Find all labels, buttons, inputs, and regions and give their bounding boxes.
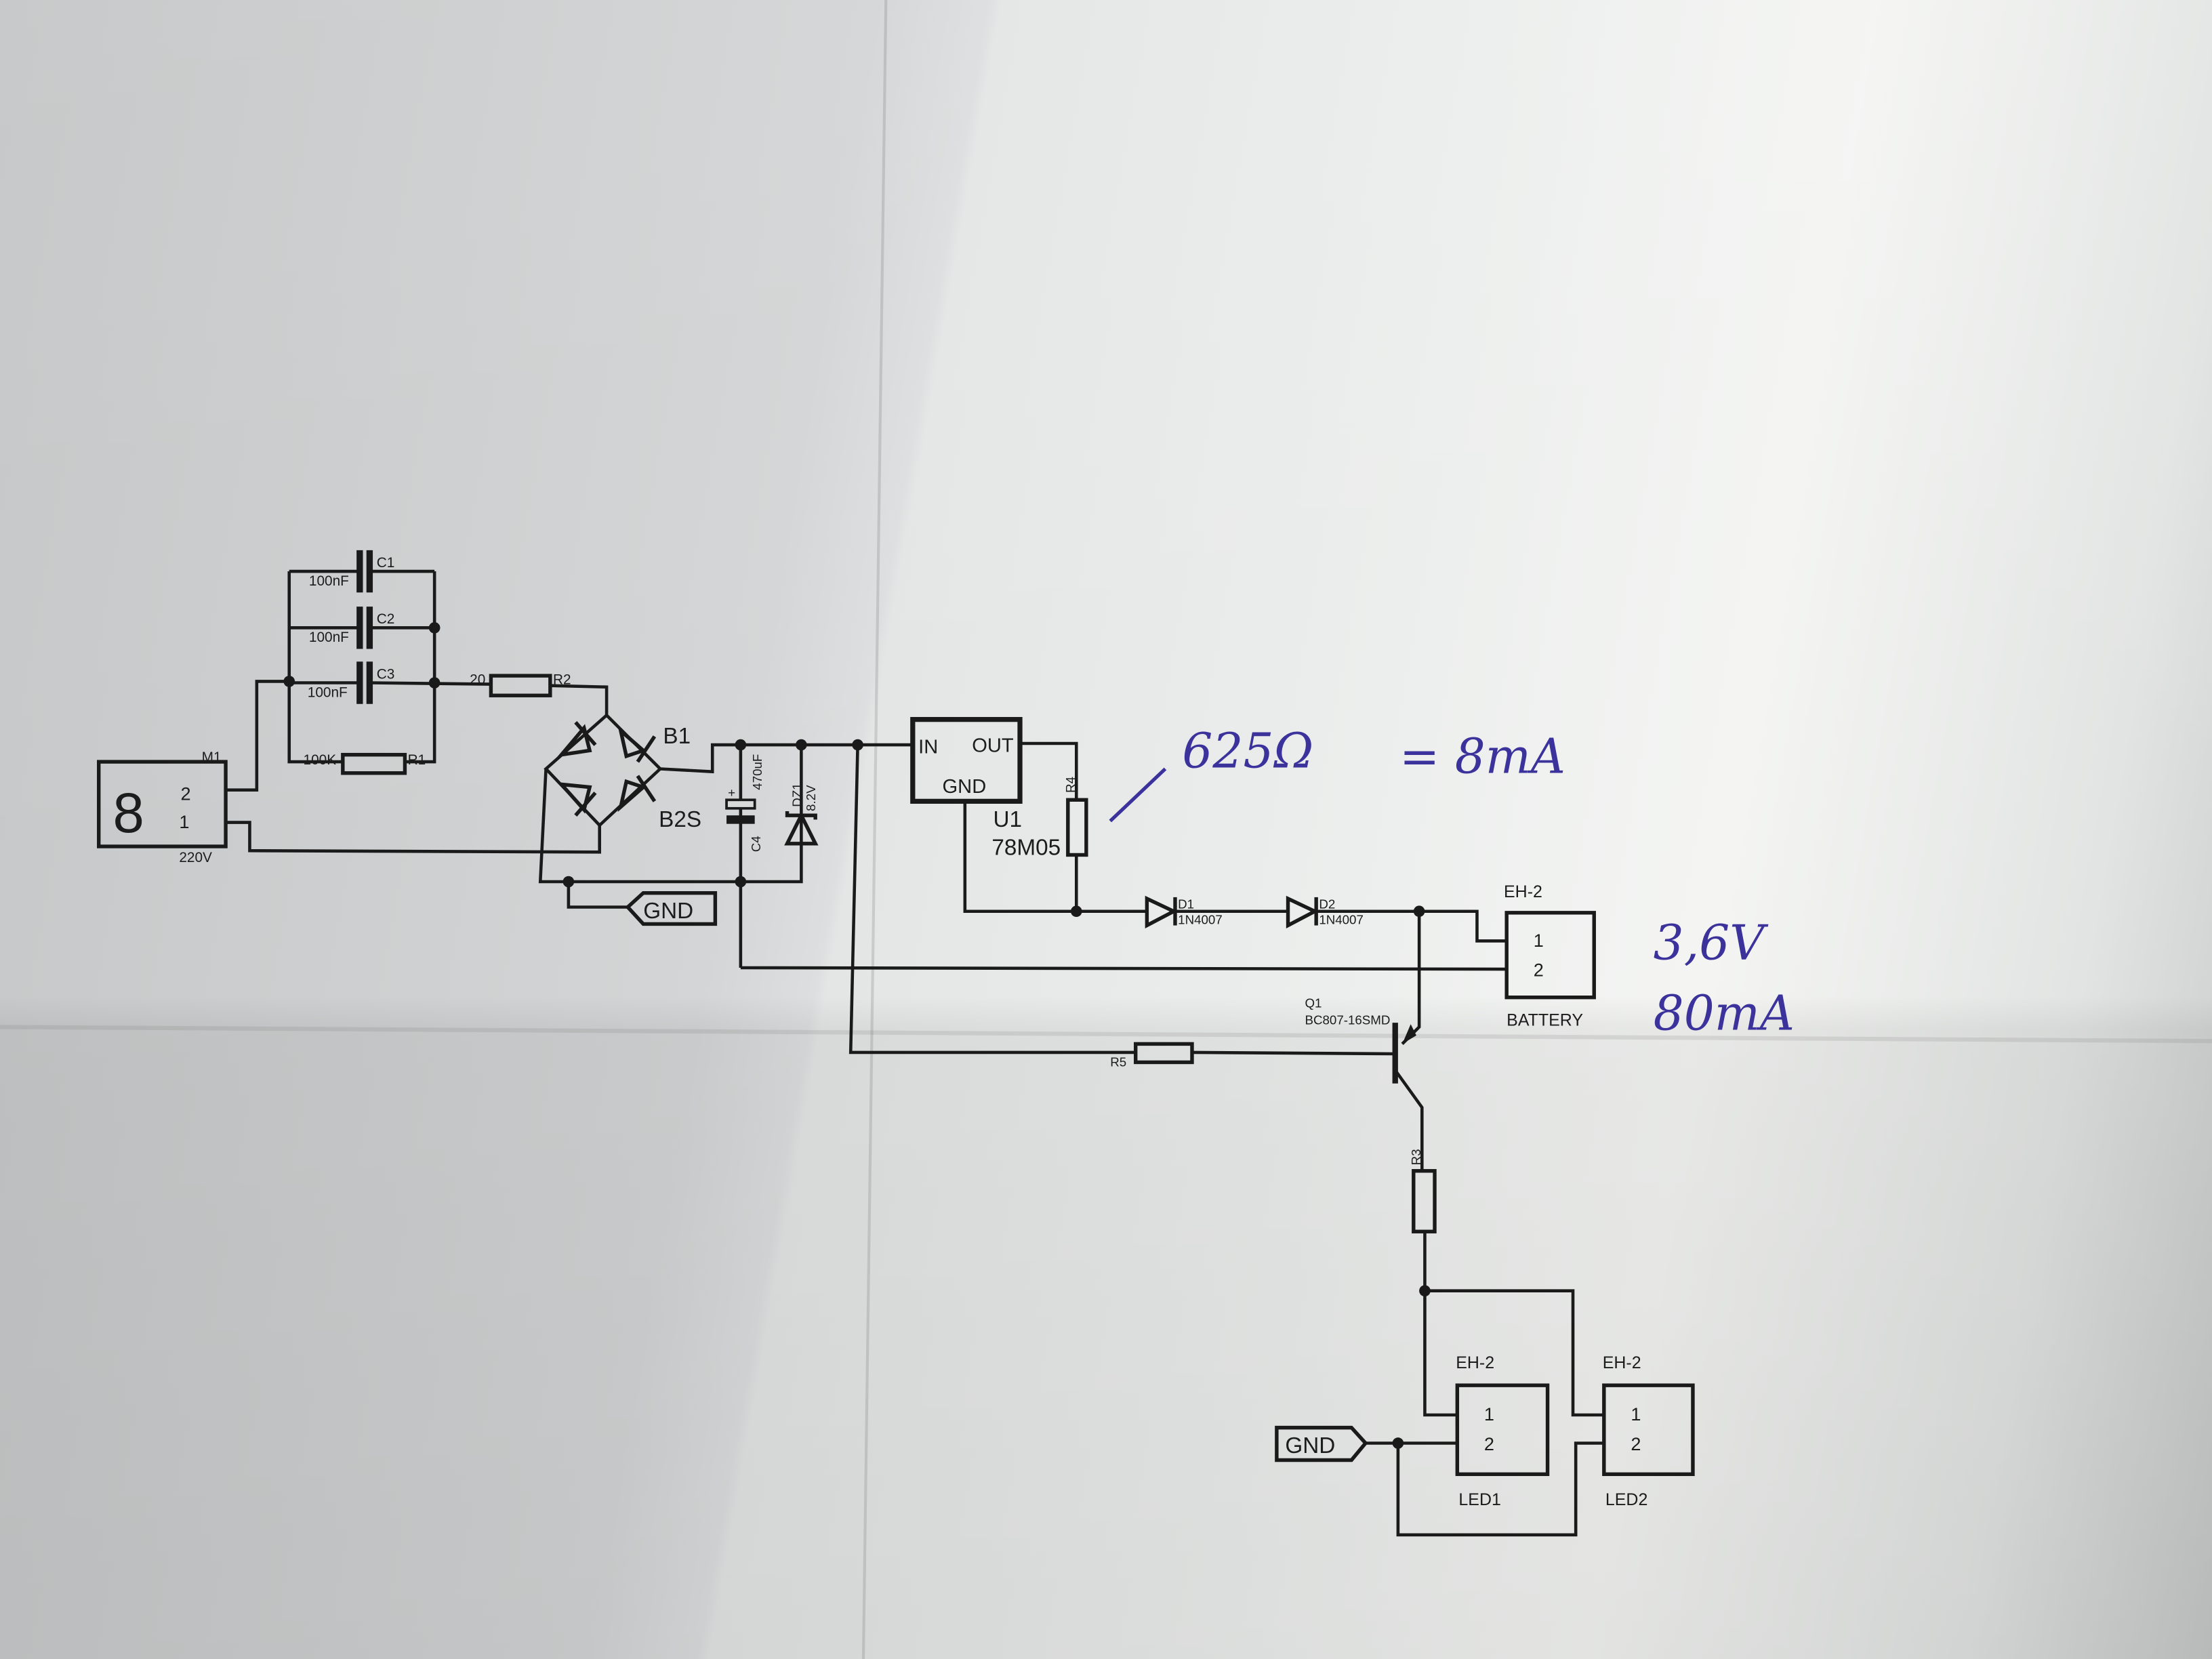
- svg-text:EH-2: EH-2: [1603, 1353, 1641, 1372]
- svg-text:C4: C4: [749, 836, 763, 852]
- led1-connector: EH-2 1 2 LED1: [1455, 1353, 1550, 1509]
- svg-text:+: +: [728, 785, 735, 800]
- svg-text:LED2: LED2: [1605, 1490, 1647, 1509]
- mains-plug-symbol: 8: [113, 781, 144, 844]
- gnd-label: GND: [1275, 1425, 1368, 1462]
- svg-text:100nF: 100nF: [309, 630, 349, 645]
- svg-text:U1: U1: [993, 807, 1022, 832]
- svg-text:B2S: B2S: [659, 807, 701, 832]
- resistor-r2: 20 R2: [470, 672, 571, 697]
- svg-text:Q1: Q1: [1305, 996, 1322, 1010]
- svg-text:8.2V: 8.2V: [804, 785, 818, 811]
- svg-text:1N4007: 1N4007: [1319, 912, 1364, 926]
- led2-connector: EH-2 1 2 LED2: [1602, 1353, 1695, 1509]
- svg-text:OUT: OUT: [972, 735, 1014, 757]
- diode-d1: D1 1N4007: [1145, 895, 1223, 929]
- svg-text:R5: R5: [1110, 1055, 1126, 1069]
- svg-text:EH-2: EH-2: [1456, 1353, 1494, 1372]
- svg-text:LED1: LED1: [1458, 1490, 1500, 1509]
- svg-text:D1: D1: [1178, 897, 1194, 912]
- svg-text:R2: R2: [553, 672, 571, 688]
- capacitor-c4: + 470uF C4: [725, 754, 764, 852]
- resistor-r4: R4: [1063, 777, 1088, 857]
- svg-text:C3: C3: [377, 666, 395, 682]
- svg-text:D2: D2: [1319, 897, 1335, 912]
- svg-text:B1: B1: [663, 724, 691, 749]
- handwritten-notes: 625Ω = 8mA 3,6V 80mA: [1109, 722, 1795, 1042]
- svg-text:1N4007: 1N4007: [1178, 912, 1223, 926]
- note-current: = 8mA: [1399, 729, 1565, 785]
- svg-text:GND: GND: [1285, 1433, 1335, 1458]
- svg-text:78M05: 78M05: [991, 835, 1061, 860]
- svg-text:C1: C1: [377, 555, 395, 571]
- svg-text:BC807-16SMD: BC807-16SMD: [1305, 1012, 1391, 1027]
- svg-text:20: 20: [470, 672, 485, 688]
- svg-text:100nF: 100nF: [309, 573, 349, 589]
- svg-text:R1: R1: [408, 752, 426, 768]
- bridge-rectifier-b1: B1 B2S: [544, 713, 701, 832]
- note-battery-current: 80mA: [1654, 985, 1795, 1042]
- resistor-r1: 100K R1: [304, 752, 426, 775]
- battery-connector: EH-2 1 2 BATTERY: [1504, 882, 1596, 1029]
- svg-text:1: 1: [1484, 1404, 1494, 1425]
- capacitor-c3: C3 100nF: [308, 661, 395, 704]
- m1-rating: 220V: [179, 850, 212, 865]
- m1-ref: M1: [202, 750, 222, 765]
- capacitor-c1: C1 100nF: [309, 550, 395, 593]
- transistor-q1: Q1 BC807-16SMD: [1305, 996, 1416, 1084]
- junction-dots: [283, 622, 1431, 1449]
- note-battery-voltage: 3,6V: [1654, 915, 1769, 971]
- svg-text:DZ1: DZ1: [790, 783, 804, 806]
- resistor-r5: R5: [1110, 1042, 1194, 1069]
- svg-text:GND: GND: [943, 776, 987, 798]
- svg-text:GND: GND: [643, 899, 693, 924]
- svg-text:R4: R4: [1063, 777, 1078, 793]
- svg-text:470uF: 470uF: [750, 754, 764, 790]
- note-resistance: 625Ω: [1182, 722, 1313, 779]
- vertical-fold: [861, 0, 888, 1659]
- svg-text:2: 2: [1631, 1434, 1641, 1454]
- svg-text:2: 2: [1534, 960, 1544, 980]
- m1-pin1: 1: [179, 812, 189, 832]
- pointer-stroke: [1109, 767, 1167, 823]
- connector-m1: 8 2 1 M1 220V: [97, 750, 228, 865]
- svg-text:1: 1: [1631, 1404, 1641, 1425]
- svg-text:1: 1: [1534, 930, 1544, 951]
- m1-pin2: 2: [180, 783, 190, 804]
- resistor-r3: R3: [1409, 1149, 1437, 1233]
- svg-text:C2: C2: [377, 611, 395, 627]
- svg-text:2: 2: [1484, 1434, 1494, 1454]
- horizontal-fold: [0, 1025, 2212, 1044]
- zener-dz1: DZ1 8.2V: [784, 783, 819, 846]
- svg-text:R3: R3: [1409, 1149, 1423, 1165]
- svg-text:IN: IN: [918, 737, 938, 758]
- svg-text:EH-2: EH-2: [1504, 882, 1542, 901]
- svg-text:100K: 100K: [304, 752, 337, 768]
- diode-d2: D2 1N4007: [1286, 895, 1364, 929]
- svg-text:100nF: 100nF: [308, 684, 348, 700]
- regulator-u1: IN OUT GND U1 78M05: [910, 716, 1061, 860]
- capacitor-c2: C2 100nF: [309, 607, 395, 649]
- svg-text:BATTERY: BATTERY: [1507, 1010, 1583, 1029]
- gnd-label: GND: [625, 890, 718, 926]
